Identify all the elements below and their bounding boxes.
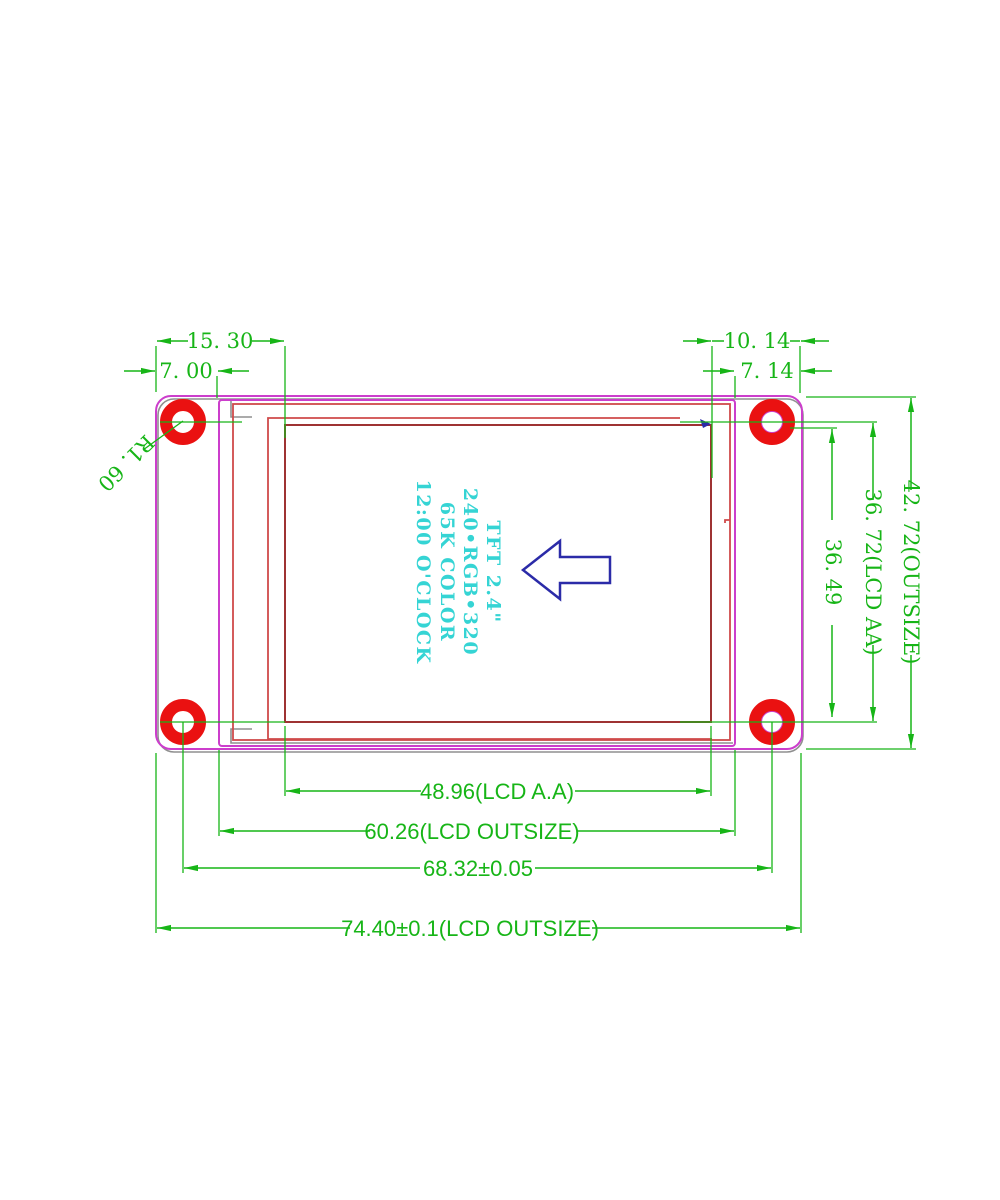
dimension-36-49: 36. 49 [790, 427, 845, 717]
dimension-15-30: 15. 30 [155, 329, 286, 438]
dimension-7-00: 7. 00 [124, 359, 249, 398]
dimension-74-40: 74.40±0.1(LCD OUTSIZE) [155, 753, 802, 941]
dim-label-15-30: 15. 30 [187, 329, 254, 353]
dimension-7-14: 7. 14 [703, 359, 832, 398]
screen-label-line3: 65K COLOR [436, 502, 458, 642]
dim-label-10-14: 10. 14 [724, 329, 791, 353]
dimension-36-72: 36. 72(LCD AA) [680, 421, 885, 723]
viewing-direction-arrow-icon [520, 538, 612, 602]
frame-notch-top-left [230, 401, 252, 418]
dim-label-36-72: 36. 72(LCD AA) [861, 488, 885, 655]
dimension-60-26: 60.26(LCD OUTSIZE) [218, 750, 736, 844]
screen-label-line1: TFT 2.4" [482, 520, 504, 623]
dim-label-36-49: 36. 49 [821, 539, 845, 606]
glass-edge-jog [724, 519, 730, 523]
dim-label-68-32: 68.32±0.05 [423, 856, 533, 881]
screen-label-line2: 240•RGB•320 [459, 488, 481, 656]
dimension-68-32: 68.32±0.05 [182, 722, 773, 881]
dim-label-7-00: 7. 00 [159, 359, 212, 383]
dim-label-7-14: 7. 14 [740, 359, 793, 383]
lcd-glass [232, 403, 731, 741]
screen-label-line4: 12:00 O'CLOCK [412, 479, 434, 664]
corner-radius-label: R1. 60 [93, 430, 159, 496]
dim-label-60-26: 60.26(LCD OUTSIZE) [364, 819, 579, 844]
dim-label-42-72: 42. 72(OUTSIZE) [899, 480, 923, 665]
datum-tick-icon [700, 419, 711, 428]
dimension-10-14: 10. 14 [683, 329, 829, 478]
dim-label-48-96: 48.96(LCD A.A) [420, 779, 574, 804]
glass-outer-edge [232, 403, 731, 741]
lcd-metal-frame-outline [218, 399, 736, 747]
dimension-42-72: 42. 72(OUTSIZE) [806, 396, 923, 750]
dim-label-74-40: 74.40±0.1(LCD OUTSIZE) [341, 916, 599, 941]
corner-radius-leader [142, 420, 184, 451]
pcb-board-outline [155, 395, 803, 750]
dimension-48-96: 48.96(LCD A.A) [284, 726, 712, 804]
screen-label: TFT 2.4" 240•RGB•320 65K COLOR 12:00 O'C… [412, 479, 504, 664]
glass-inner-edge [267, 417, 712, 740]
active-area-outline [284, 424, 712, 723]
frame-notch-bottom-left [230, 728, 733, 744]
lcd-frame [218, 399, 736, 747]
